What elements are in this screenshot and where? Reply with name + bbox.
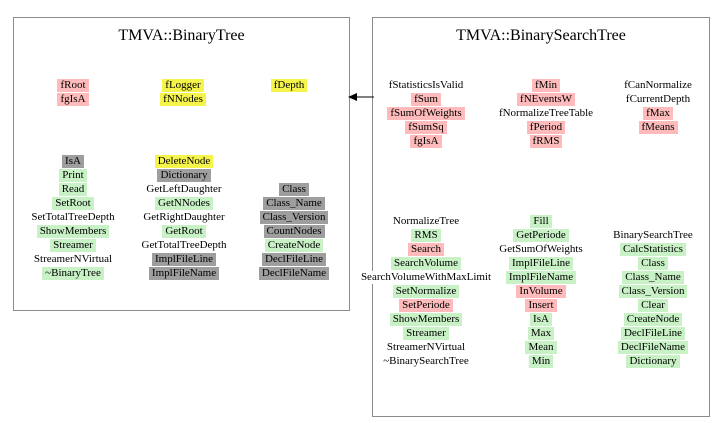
member-cell[interactable]: Print [59,169,87,182]
member-cell[interactable]: fCurrentDepth [622,93,694,106]
member-cell[interactable]: InVolume [516,285,566,298]
member-cell[interactable]: Max [527,327,555,340]
data-members-column: fDepth [214,79,364,93]
member-cell[interactable]: NormalizeTree [389,215,463,228]
member-cell[interactable]: fNormalizeTreeTable [495,107,597,120]
member-cell[interactable]: SetNormalize [392,285,460,298]
class-box-binarysearchtree: TMVA::BinarySearchTree fStatisticsIsVali… [357,17,710,417]
member-cell[interactable]: fMin [532,79,560,92]
member-cell[interactable]: GetPeriode [513,229,569,242]
member-cell[interactable]: fSumOfWeights [387,107,465,120]
member-cell[interactable]: SearchVolumeWithMaxLimit [357,271,495,284]
member-cell[interactable]: Search [408,243,444,256]
member-cell[interactable]: GetRightDaughter [140,211,228,224]
member-cell[interactable]: ~BinaryTree [42,267,104,280]
member-cell[interactable]: Min [528,355,554,368]
member-cell[interactable]: CreateNode [623,313,683,326]
member-cell[interactable]: Read [58,183,88,196]
member-cell[interactable]: Streamer [403,327,449,340]
member-cell[interactable]: DeleteNode [154,155,214,168]
member-cell[interactable]: Class_Version [259,211,329,224]
member-cell[interactable]: fMeans [638,121,678,134]
member-cell[interactable]: ShowMembers [389,313,463,326]
member-cell[interactable]: GetSumOfWeights [496,243,586,256]
member-cell[interactable]: Fill [530,215,552,228]
member-cell[interactable]: ImplFileName [148,267,220,280]
member-cell[interactable]: CreateNode [264,239,324,252]
member-cell[interactable]: CalcStatistics [620,243,686,256]
member-cell[interactable]: IsA [62,155,84,168]
member-cell[interactable]: Streamer [50,239,96,252]
member-cell[interactable]: SetTotalTreeDepth [28,211,118,224]
member-cell[interactable]: ImplFileLine [151,253,217,266]
member-cell[interactable]: fSum [411,93,441,106]
member-cell[interactable]: BinarySearchTree [610,229,696,242]
member-cell[interactable]: ShowMembers [36,225,110,238]
inheritance-arrow-icon [348,93,374,101]
member-cell[interactable]: fSumSq [405,121,447,134]
member-cell[interactable]: Class [638,257,668,270]
member-cell[interactable]: Dictionary [157,169,211,182]
member-cell[interactable]: DeclFileName [617,341,689,354]
member-cell[interactable]: StreamerNVirtual [383,341,469,354]
member-cell[interactable]: ImplFileLine [508,257,574,270]
member-cell[interactable]: Insert [525,299,557,312]
member-cell[interactable]: Class_Version [618,285,688,298]
member-cell[interactable]: fLogger [162,79,204,92]
member-cell[interactable]: RMS [411,229,441,242]
member-cell[interactable]: ImplFileName [505,271,577,284]
member-cell[interactable]: GetNNodes [155,197,213,210]
class-title-binarysearchtree: TMVA::BinarySearchTree [456,27,626,44]
member-cell[interactable]: DeclFileName [258,267,330,280]
member-cell[interactable]: fMax [643,107,673,120]
member-cell[interactable]: StreamerNVirtual [30,253,116,266]
member-cell[interactable]: fNEventsW [517,93,575,106]
member-cell[interactable]: GetTotalTreeDepth [138,239,230,252]
member-cell[interactable]: Class_Name [263,197,325,210]
class-title-binarytree: TMVA::BinaryTree [118,27,245,44]
member-cell[interactable]: GetRoot [162,225,206,238]
member-cell[interactable]: fPeriod [526,121,566,134]
member-cell[interactable]: SetRoot [52,197,94,210]
member-cell[interactable]: Class_Name [622,271,684,284]
member-cell[interactable]: fNNodes [160,93,206,106]
member-cell[interactable]: fCanNormalize [621,79,695,92]
member-cell[interactable]: Mean [525,341,557,354]
member-cell[interactable]: SearchVolume [391,257,461,270]
member-cell[interactable]: SetPeriode [399,299,453,312]
member-cell[interactable]: ~BinarySearchTree [380,355,472,368]
member-cell[interactable]: fStatisticsIsValid [385,79,467,92]
member-cell[interactable]: DeclFileLine [261,253,327,266]
member-cell[interactable]: Class [279,183,309,196]
member-cell[interactable]: Dictionary [626,355,680,368]
member-cell[interactable]: fRMS [529,135,563,148]
member-cell[interactable]: Clear [638,299,668,312]
member-cell[interactable]: fDepth [270,79,308,92]
member-cell[interactable]: IsA [530,313,552,326]
member-cell[interactable]: DeclFileLine [620,327,686,340]
member-cell[interactable]: fRoot [57,79,89,92]
member-cell[interactable]: fgIsA [410,135,442,148]
member-cell[interactable]: fgIsA [57,93,89,106]
member-cell[interactable]: CountNodes [263,225,325,238]
member-cell[interactable]: GetLeftDaughter [143,183,225,196]
